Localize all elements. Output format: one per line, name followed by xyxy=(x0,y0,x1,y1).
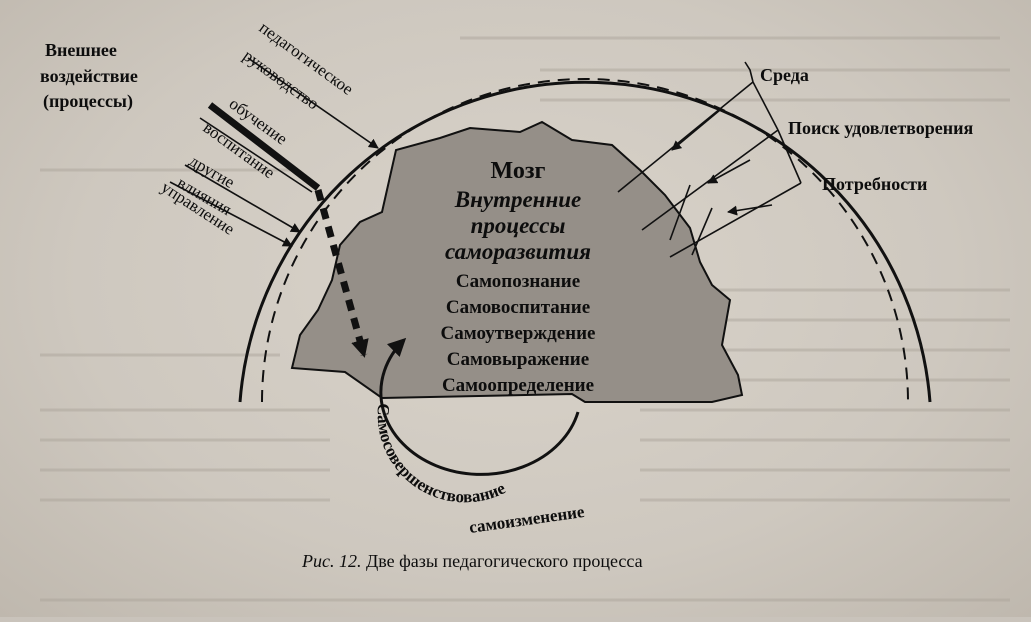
self-improvement-label: Самосовершенствование xyxy=(373,403,508,507)
external-heading-line1: Внешнее xyxy=(45,40,117,60)
internal-line2: процессы xyxy=(471,213,566,238)
internal-line3: саморазвития xyxy=(445,239,591,264)
process-self-education: Самовоспитание xyxy=(446,297,590,318)
environment-label: Среда xyxy=(760,65,809,85)
external-heading-line2: воздействие xyxy=(40,66,138,86)
environment-branches xyxy=(618,62,801,257)
caption-prefix: Рис. 12. xyxy=(301,551,361,571)
process-self-affirmation: Самоутверждение xyxy=(441,323,596,344)
caption-text: Две фазы педагогического процесса xyxy=(361,551,642,571)
self-change-label: самоизменение xyxy=(468,502,586,537)
search-satisfaction-label: Поиск удовлетворения xyxy=(788,118,974,138)
process-self-determination: Самоопределение xyxy=(442,375,594,396)
process-self-expression: Самовыражение xyxy=(447,349,589,370)
internal-line1: Внутренние xyxy=(454,187,581,212)
needs-label: Потребности xyxy=(822,174,927,194)
process-self-knowledge: Самопознание xyxy=(456,271,580,292)
figure-caption: Рис. 12. Две фазы педагогического процес… xyxy=(301,551,643,571)
brain-title: Мозг xyxy=(491,158,546,184)
external-heading-line3: (процессы) xyxy=(43,91,133,112)
